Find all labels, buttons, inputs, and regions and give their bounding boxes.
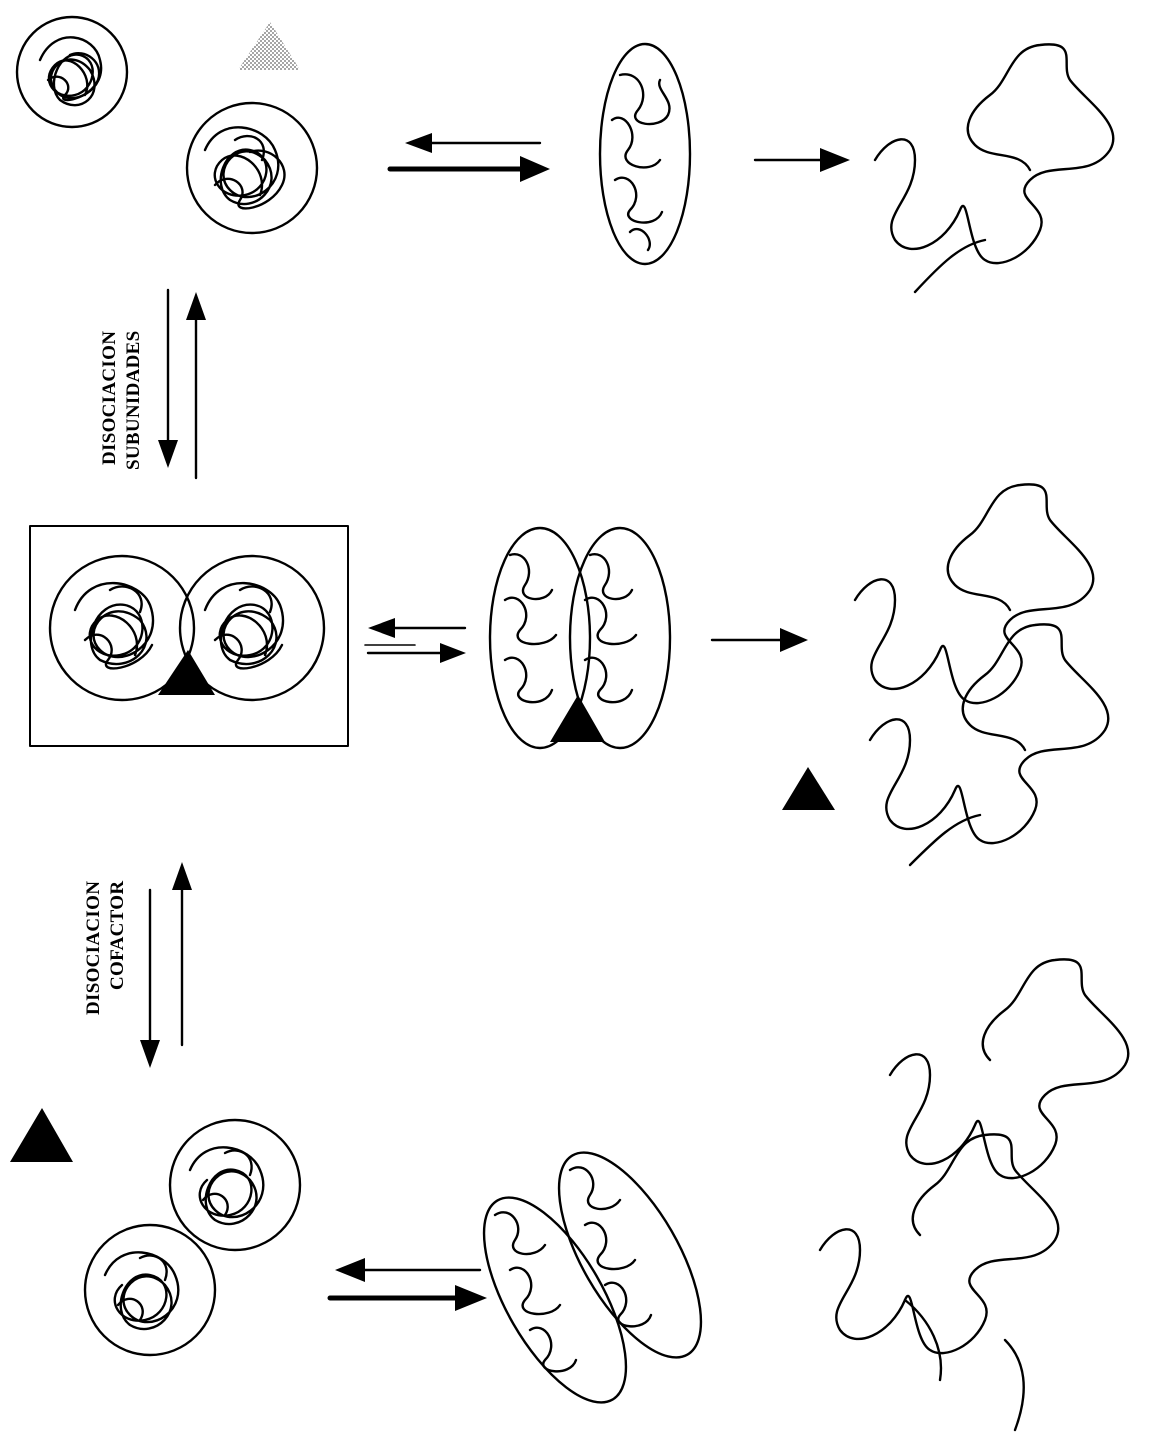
native-monomer-circle (17, 17, 127, 127)
subunit-dissociation-arrows (158, 290, 206, 478)
intermediate-dimer-with-cofactor (490, 528, 670, 748)
released-cofactor (782, 767, 835, 810)
equilibrium-arrows-middle (365, 618, 466, 663)
free-cofactor-stippled (238, 22, 300, 70)
unfolding-arrow-middle (712, 628, 808, 652)
free-cofactor (10, 1108, 73, 1162)
equilibrium-arrows-top (390, 133, 550, 182)
native-monomer-circle-2 (187, 103, 317, 233)
equilibrium-arrows-bottom (330, 1258, 487, 1311)
intermediate-dimer-apo (456, 1131, 729, 1423)
native-dimer-apo (85, 1120, 300, 1355)
unfolding-arrow-top (755, 148, 850, 172)
cofactor-dissociation-arrows (140, 862, 192, 1068)
unfolded-monomer-chain (875, 44, 1113, 292)
bound-cofactor-2 (550, 695, 605, 742)
subunit-dissociation-label-line2: SUBUNIDADES (124, 330, 143, 470)
subunit-dissociation-label-line1: DISOCIACION (100, 331, 119, 465)
bound-cofactor (158, 650, 215, 695)
unfolded-dimer-chain-middle (855, 484, 1108, 865)
cofactor-dissociation-label-line2: COFACTOR (108, 881, 127, 990)
unfolded-dimer-chain-bottom (820, 959, 1128, 1430)
cofactor-dissociation-label-line1: DISOCIACION (84, 881, 103, 1015)
intermediate-monomer (600, 44, 690, 264)
native-dimer-with-cofactor (50, 556, 324, 700)
native-state-frame (30, 526, 348, 746)
tangled-chain (40, 37, 101, 105)
